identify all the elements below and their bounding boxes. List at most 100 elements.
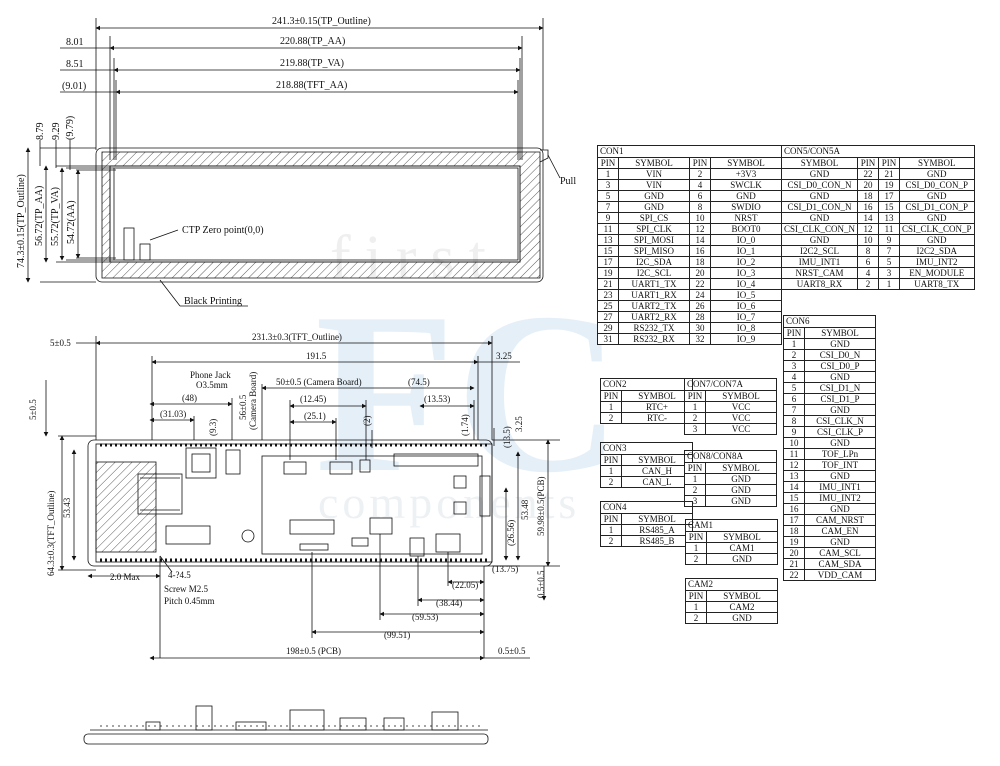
table-cell: GND bbox=[706, 553, 778, 565]
table-cell: 21 bbox=[597, 278, 619, 290]
table-cell: 15 bbox=[597, 245, 619, 257]
table-title: CON7/CON7A bbox=[684, 378, 777, 390]
label-screw: Screw M2.5 bbox=[164, 584, 208, 594]
table-cell: GND bbox=[705, 484, 777, 496]
dim-31-03: (31.03) bbox=[160, 409, 186, 419]
dim-26-56: (26.56) bbox=[506, 520, 516, 546]
table-cell: 16 bbox=[783, 503, 805, 515]
table-cell: CSI_D1_P bbox=[804, 393, 876, 405]
table-header-cell: SYMBOL bbox=[706, 590, 778, 602]
table-cell: TOF_INT bbox=[804, 459, 876, 471]
label-phone-jack: Phone Jack bbox=[190, 370, 231, 380]
table-cell: 11 bbox=[597, 223, 619, 235]
table-cell: 12 bbox=[689, 223, 711, 235]
table-cell: 11 bbox=[878, 223, 901, 235]
table-cell: 6 bbox=[783, 393, 805, 405]
table-cell: GND bbox=[899, 190, 975, 202]
table-cell: SPI_MOSI bbox=[618, 234, 690, 246]
table-cell: IO_6 bbox=[710, 300, 782, 312]
table-cell: 18 bbox=[689, 256, 711, 268]
table-cell: RTC- bbox=[621, 412, 693, 424]
table-cell: 22 bbox=[783, 569, 805, 581]
table-cell: CSI_CLK_CON_P bbox=[899, 223, 975, 235]
board-view bbox=[43, 336, 560, 745]
table-cell: IO_0 bbox=[710, 234, 782, 246]
table-cell: 2 bbox=[783, 349, 805, 361]
table-cell: 9 bbox=[783, 426, 805, 438]
table-cell: CAM2 bbox=[706, 601, 778, 613]
table-cell: VIN bbox=[618, 168, 690, 180]
table-header-cell: SYMBOL bbox=[621, 390, 693, 402]
table-cell: 30 bbox=[689, 322, 711, 334]
table-cell: CSI_D1_CON_N bbox=[780, 201, 859, 213]
dim-9-79: (9.79) bbox=[65, 116, 76, 140]
table-cell: RS232_TX bbox=[618, 322, 690, 334]
table-cell: RS232_RX bbox=[618, 333, 690, 345]
table-cell: CSI_D1_N bbox=[804, 382, 876, 394]
table-cell: GND bbox=[804, 404, 876, 416]
table-cell: 29 bbox=[597, 322, 619, 334]
dim-99-51: (99.51) bbox=[384, 630, 410, 640]
table-header-cell: PIN bbox=[600, 454, 622, 466]
dim-25-1: (25.1) bbox=[304, 411, 326, 421]
table-cell: RS485_A bbox=[621, 524, 693, 536]
table-cell: 1 bbox=[684, 401, 706, 413]
table-cell: 13 bbox=[597, 234, 619, 246]
table-cell: GND bbox=[780, 190, 859, 202]
table-header-cell: PIN bbox=[689, 157, 711, 169]
table-header-cell: SYMBOL bbox=[705, 390, 777, 402]
table-cell: VDD_CAM bbox=[804, 569, 876, 581]
dim-59-53: (59.53) bbox=[412, 612, 438, 622]
table-cell: 7 bbox=[597, 201, 619, 213]
table-title: CON4 bbox=[600, 501, 693, 513]
dim-22-05: (22.05) bbox=[452, 580, 478, 590]
table-cell: GND bbox=[710, 190, 782, 202]
table-cell: 12 bbox=[857, 223, 880, 235]
table-header-cell: PIN bbox=[597, 157, 619, 169]
table-cell: GND bbox=[705, 473, 777, 485]
dim-3-25-top: 3.25 bbox=[496, 351, 512, 361]
table-cell: GND bbox=[618, 190, 690, 202]
table-header-cell: SYMBOL bbox=[706, 531, 778, 543]
dim-13-5: (13.5) bbox=[502, 426, 512, 448]
table-cell: GND bbox=[705, 495, 777, 507]
table-cell: 1 bbox=[600, 401, 622, 413]
dim-pcb-h: 59.98±0.5(PCB) bbox=[536, 477, 546, 536]
dim-3-25-right: 3.25 bbox=[514, 416, 524, 432]
dim-camera-board-v: (Camera Board) bbox=[248, 372, 258, 430]
table-header-cell: SYMBOL bbox=[621, 454, 693, 466]
dim-left-5: 5±0.5 bbox=[50, 338, 71, 348]
table-title: CON2 bbox=[600, 378, 693, 390]
table-header-cell: PIN bbox=[685, 590, 707, 602]
dim-tp-va-h: 55.72(TP_VA) bbox=[50, 187, 61, 246]
label-ctp-zero: CTP Zero point(0,0) bbox=[182, 225, 264, 236]
table-cell: 21 bbox=[878, 168, 901, 180]
table-cell: 9 bbox=[597, 212, 619, 224]
dim-2-max: 2.0 Max bbox=[110, 572, 140, 582]
table-cell: 24 bbox=[689, 289, 711, 301]
table-cell: CAM_NRST bbox=[804, 514, 876, 526]
table-cell: UART1_TX bbox=[618, 278, 690, 290]
table-cell: IMU_INT2 bbox=[804, 492, 876, 504]
